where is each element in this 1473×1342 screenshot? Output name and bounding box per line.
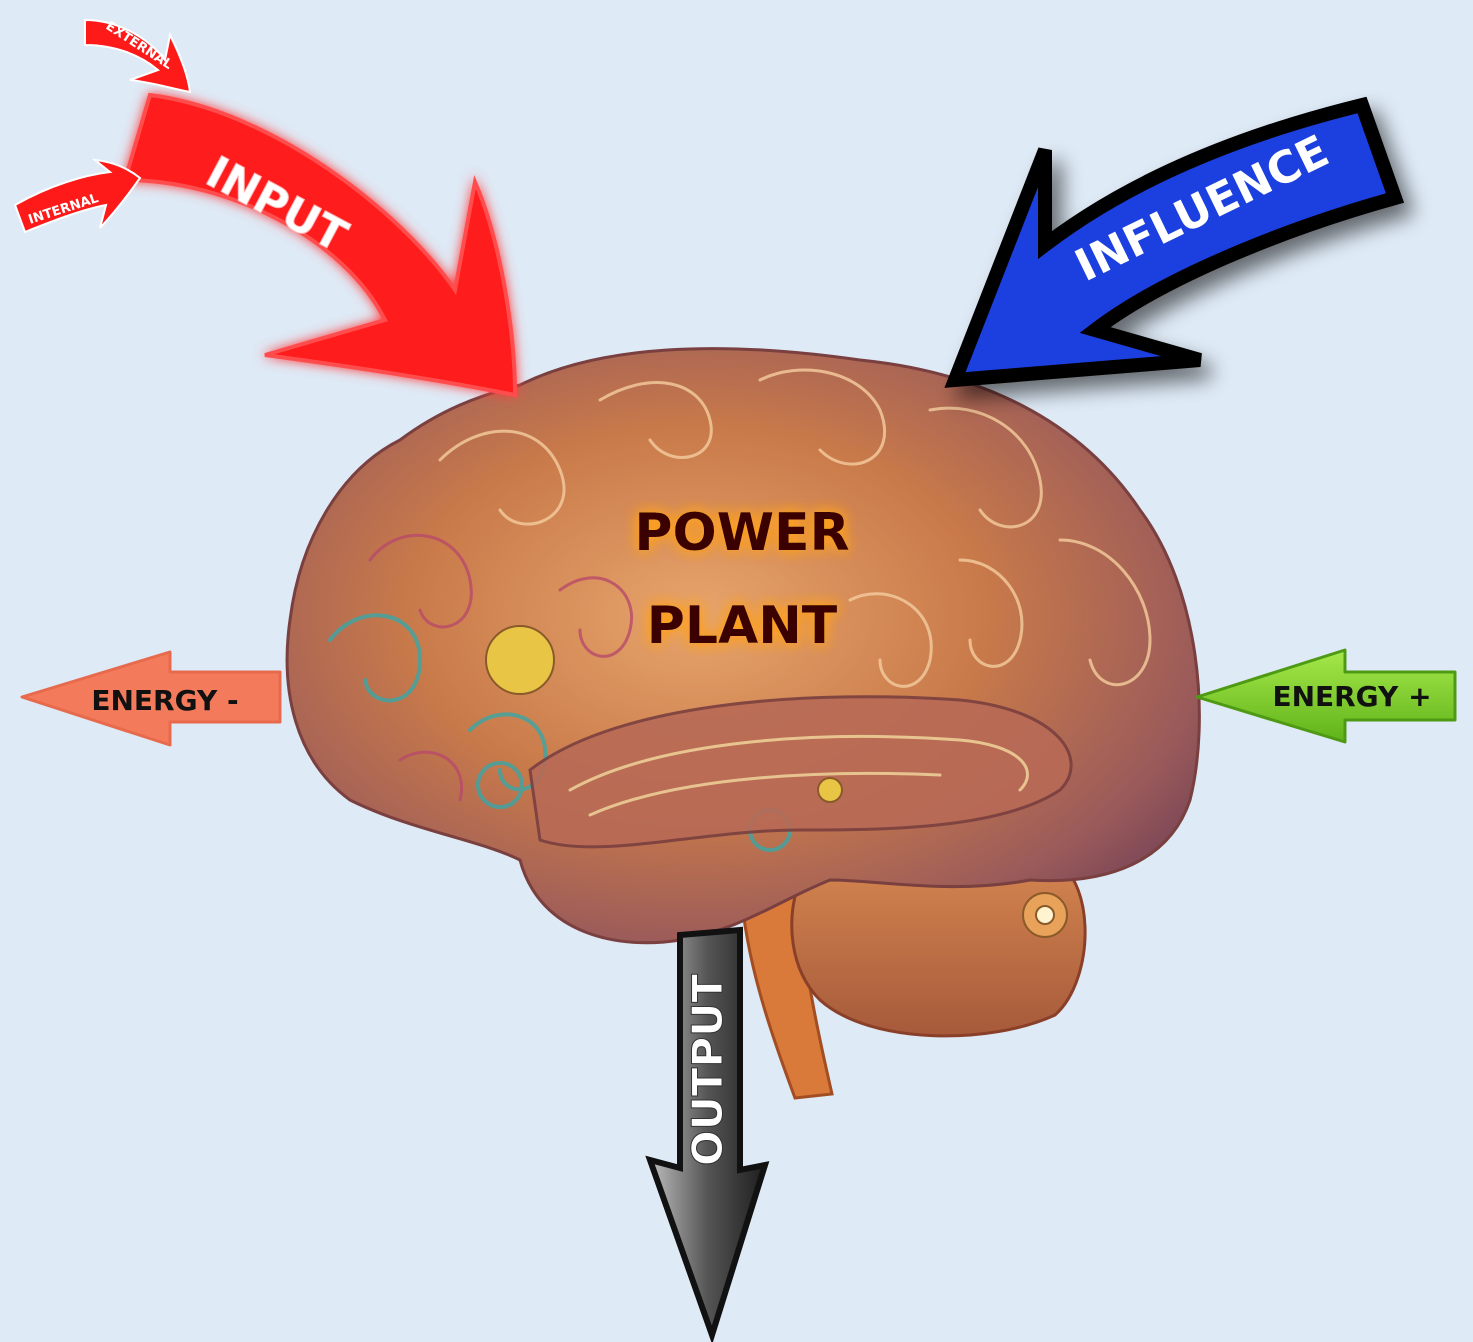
brain-illustration [287, 349, 1199, 1098]
cerebellum-ring [1036, 906, 1054, 924]
plant-label: PLANT [647, 596, 838, 656]
energy-minus-label: ENERGY - [91, 684, 238, 717]
energy-plus-label: ENERGY + [1272, 680, 1431, 713]
output-label: OUTPUT [683, 974, 732, 1166]
power-label: POWER [634, 503, 849, 563]
external-arrow [85, 20, 190, 92]
